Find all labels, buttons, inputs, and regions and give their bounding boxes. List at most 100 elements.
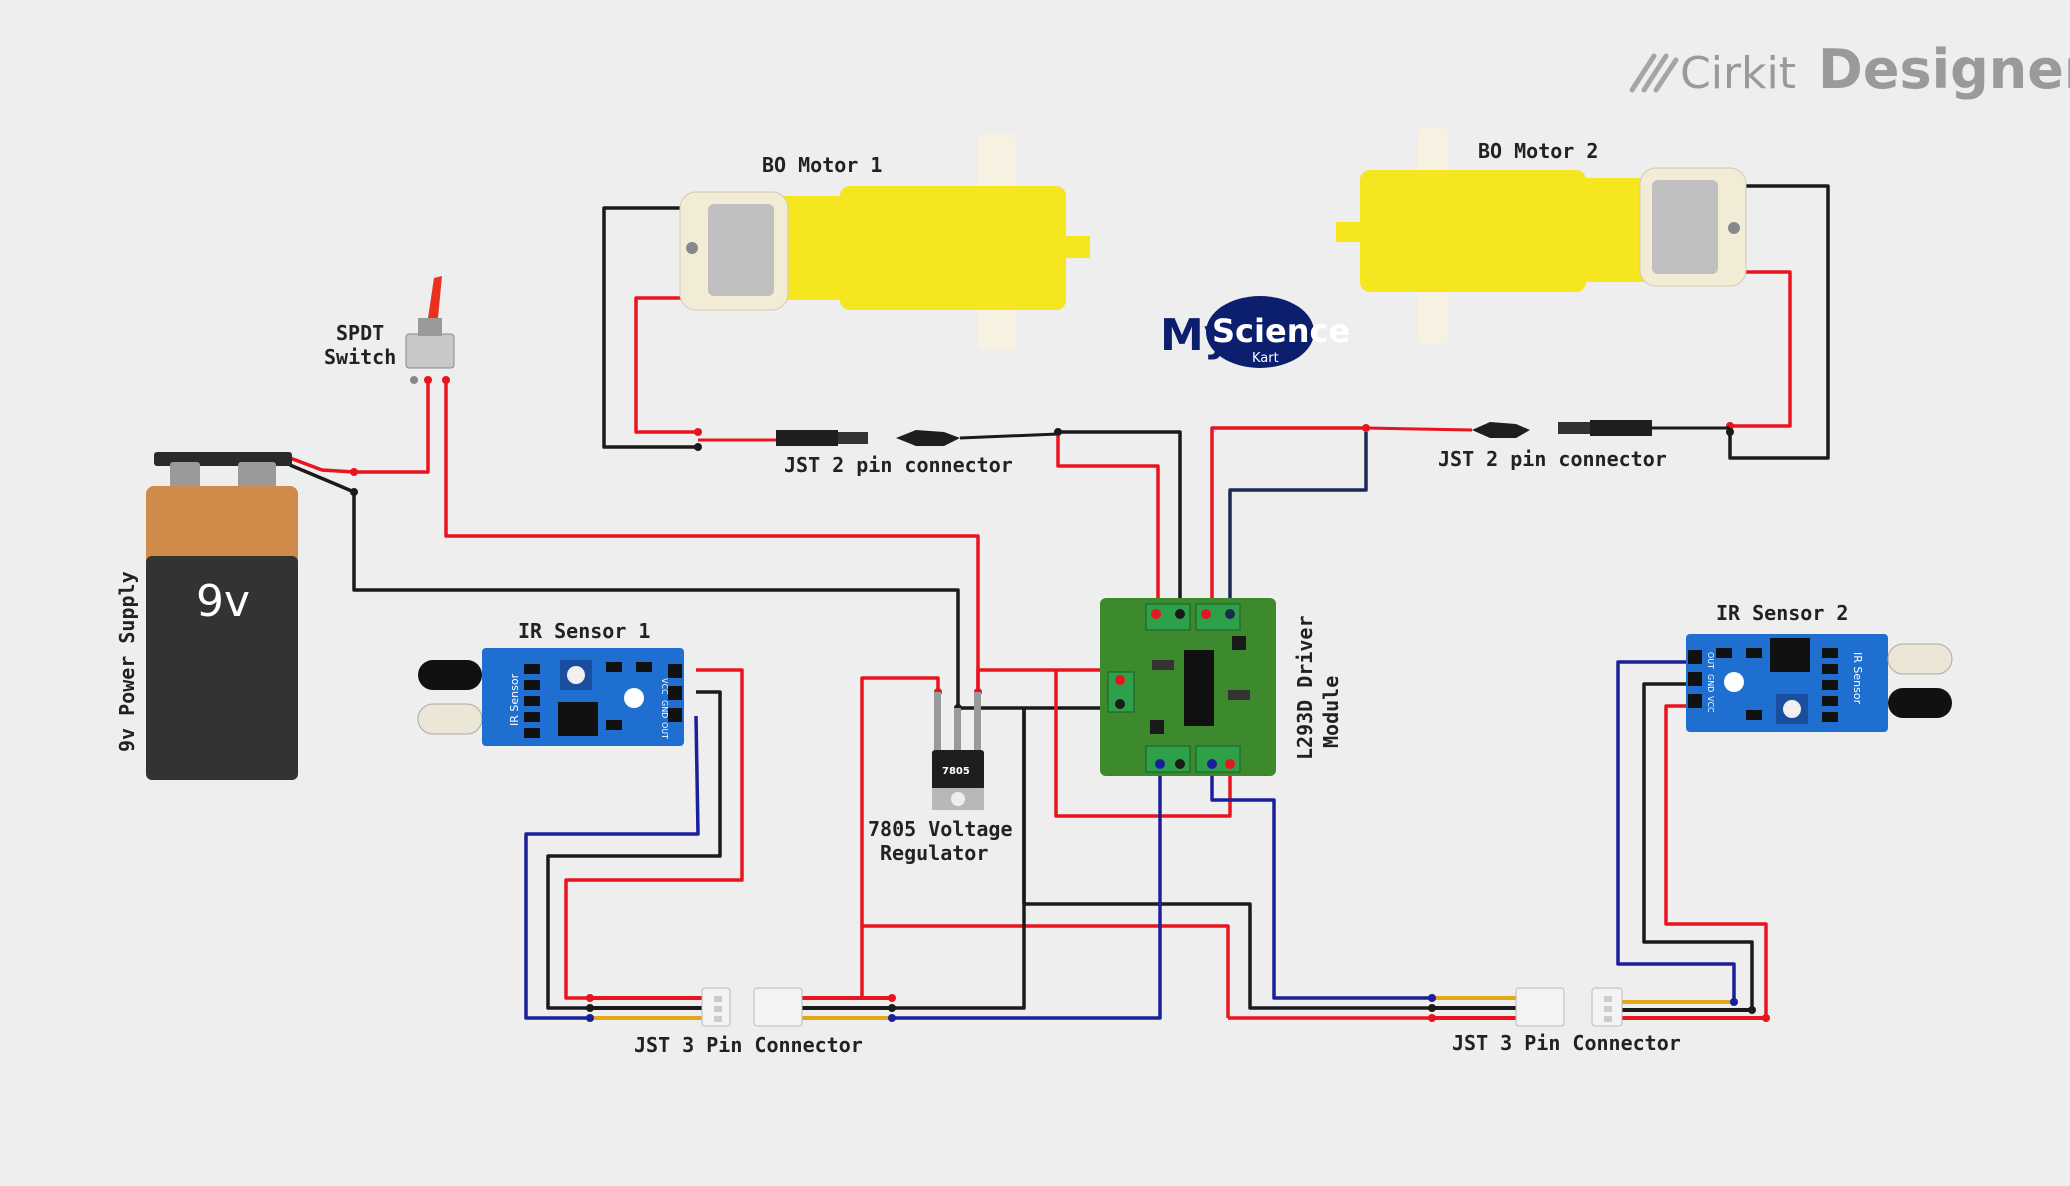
switch-label-line1: SPDT [336, 321, 384, 345]
cirkit-logo-icon [1629, 53, 1679, 93]
wire-motor2-black[interactable] [1718, 184, 1830, 460]
cirkit-text: Cirkit [1680, 48, 1796, 99]
wire-motor1-red[interactable] [634, 296, 706, 434]
jst2l-male [776, 430, 838, 446]
motor1-can [708, 204, 774, 296]
jst3r-male [1515, 987, 1565, 1027]
jst3-connector-right[interactable] [1515, 987, 1623, 1027]
regulator-body [932, 750, 984, 790]
jst2-connector-left[interactable] [698, 430, 1059, 446]
wire-ir1-vcc[interactable] [564, 668, 744, 1000]
logo-science-text: Science [1212, 312, 1350, 350]
driver-terminal-in2 [1195, 745, 1241, 773]
regulator-label-line2: Regulator [880, 841, 988, 865]
regulator-chip-text: 7805 [942, 766, 970, 777]
ir1-emitter [418, 660, 482, 690]
motor1-gearbox [840, 186, 1066, 310]
motor2-can [1652, 180, 1718, 274]
battery-value: 9v [196, 576, 250, 627]
motor1-label: BO Motor 1 [762, 153, 882, 177]
ir2-pin-gnd: GND [1706, 674, 1715, 692]
ir2-pin-out: OUT [1706, 652, 1715, 669]
wire-driver-in-blue-right[interactable] [1210, 768, 1432, 1000]
wire-ir1-out[interactable] [524, 715, 700, 1020]
jst3-connector-left[interactable] [701, 987, 803, 1027]
ir1-chip [558, 702, 598, 736]
ir1-pin-vcc: VCC [660, 678, 669, 695]
jst3r-label: JST 3 Pin Connector [1452, 1031, 1681, 1055]
cirkit-designer-logo: Cirkit Designer [1629, 38, 2070, 101]
motor2-gearbox [1360, 170, 1586, 292]
battery-9v[interactable]: 9v [146, 452, 298, 780]
jst3l-male [753, 987, 803, 1027]
wire-jst2l-to-driver-red[interactable] [1056, 436, 1160, 614]
wire-reg-out-red[interactable] [860, 676, 1230, 1018]
designer-text: Designer [1818, 38, 2070, 101]
wires [289, 184, 1830, 1020]
bo-motor-1[interactable] [679, 134, 1090, 350]
battery-body [146, 556, 298, 780]
wire-battery-positive[interactable] [289, 380, 430, 474]
wire-ir1-gnd[interactable] [546, 690, 722, 1010]
ir-sensor-1[interactable]: IR Sensor VCC GND OUT [417, 648, 684, 746]
ir2-emitter [1888, 688, 1952, 718]
jst2r-male [1590, 420, 1652, 436]
driver-terminal-in1 [1145, 745, 1191, 773]
battery-label: 9v Power Supply [115, 571, 139, 752]
battery-terminal-negative [238, 462, 276, 488]
motor2-label: BO Motor 2 [1478, 139, 1598, 163]
jst2l-label: JST 2 pin connector [784, 453, 1013, 477]
ir2-chip [1770, 638, 1810, 672]
ir-sensor-2[interactable]: IR Sensor OUT GND VCC [1686, 634, 1953, 732]
ir2-pin-vcc: VCC [1706, 696, 1715, 713]
battery-terminal-positive [170, 462, 200, 488]
bo-motor-2[interactable] [1336, 128, 1747, 344]
wire-jst2l-to-driver-black[interactable] [1058, 430, 1182, 614]
ir2-label: IR Sensor 2 [1716, 601, 1848, 625]
switch-lever[interactable] [428, 276, 442, 318]
wire-motor2-red[interactable] [1730, 270, 1792, 428]
wire-ir2-gnd[interactable] [1642, 682, 1754, 1010]
battery-top-band [146, 486, 298, 568]
jst2l-female [896, 430, 960, 446]
switch-body [405, 333, 455, 369]
driver-label-line2: Module [1319, 676, 1343, 748]
l293d-driver-module[interactable] [1100, 598, 1276, 776]
regulator-label-line1: 7805 Voltage [868, 817, 1013, 841]
ir1-pin-gnd: GND [660, 700, 669, 718]
driver-label-line1: L293D Driver [1293, 616, 1317, 761]
ir2-receiver [1887, 643, 1953, 675]
spdt-switch[interactable] [405, 276, 455, 384]
driver-ic [1184, 650, 1214, 726]
wire-driver-in-red[interactable] [1054, 670, 1232, 818]
jst3l-label: JST 3 Pin Connector [634, 1033, 863, 1057]
wire-driver-in-blue-left[interactable] [892, 768, 1162, 1020]
ir1-board-text: IR Sensor [508, 673, 521, 726]
wire-ir2-vcc[interactable] [1664, 704, 1768, 1018]
wire-jst2r-to-driver-navy[interactable] [1228, 432, 1368, 614]
wire-motor1-black[interactable] [602, 206, 710, 449]
jst2r-label: JST 2 pin connector [1438, 447, 1667, 471]
logo-my-text: My [1160, 310, 1232, 361]
ir1-pin-out: OUT [660, 722, 669, 739]
jst2-connector-right[interactable] [1365, 420, 1730, 438]
my-science-kart-logo: My Science Kart [1160, 296, 1350, 368]
switch-label-line2: Switch [324, 345, 396, 369]
logo-kart-text: Kart [1252, 351, 1279, 366]
wire-reg-to-driver-red[interactable] [976, 668, 1120, 692]
ir2-board-text: IR Sensor [1851, 652, 1864, 705]
ir2-board [1686, 634, 1888, 732]
ir1-receiver [417, 703, 483, 735]
logo-oval [1206, 296, 1314, 368]
wire-switch-out[interactable] [444, 380, 980, 692]
wire-regulator-black-down[interactable] [892, 708, 1026, 1010]
wire-ir2-out[interactable] [1616, 660, 1736, 1002]
switch-collar [418, 318, 442, 336]
wire-battery-negative[interactable] [289, 463, 960, 708]
jst2r-female [1472, 422, 1530, 438]
voltage-regulator-7805[interactable]: 7805 [932, 692, 984, 810]
wire-jst2r-to-driver-red[interactable] [1210, 426, 1366, 614]
wire-jst3l-red-up[interactable] [860, 926, 892, 1000]
